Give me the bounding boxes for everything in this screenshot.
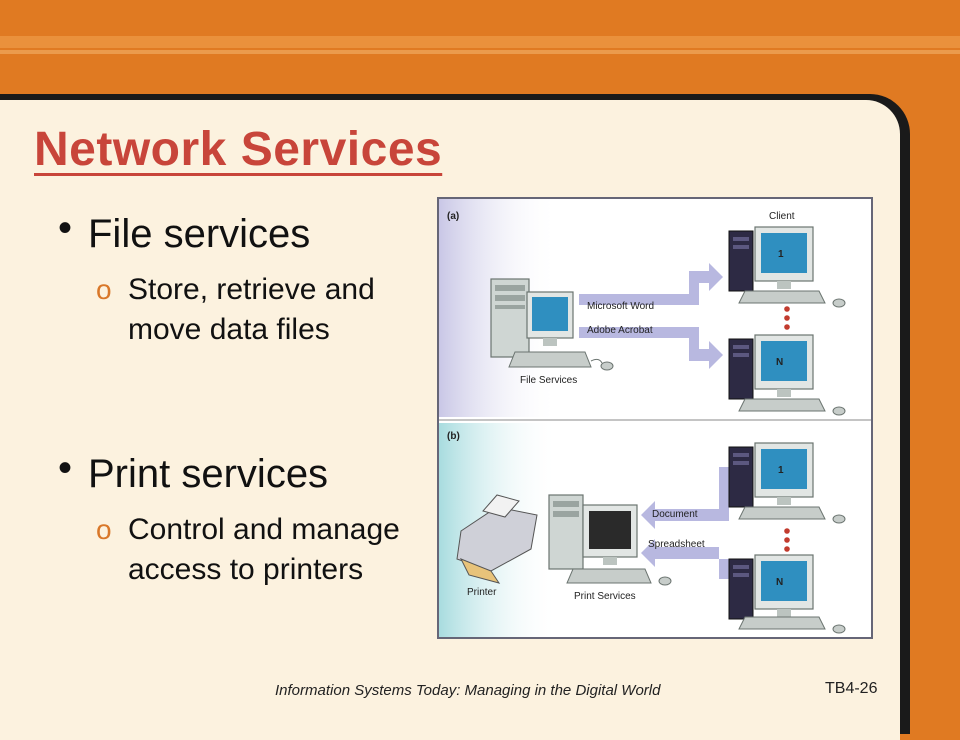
client-1-keyboard <box>738 506 846 524</box>
printer-icon <box>456 494 538 584</box>
flow-arrow-to-client-n <box>579 327 723 369</box>
client-n-tower <box>728 558 754 620</box>
flow-label-adobe-acrobat: Adobe Acrobat <box>587 325 653 336</box>
file-server-keyboard <box>508 351 614 371</box>
part-a-tag: (a) <box>447 211 459 222</box>
slide-title: Network Services <box>34 123 443 176</box>
figure-diagram: (a) (b) File Services Microsoft Word Ado… <box>439 199 871 637</box>
sub-bullet-text: Store, retrieve and move data files <box>128 273 375 346</box>
network-services-figure: (a) (b) File Services Microsoft Word Ado… <box>437 197 873 639</box>
continuation-dot <box>784 537 790 543</box>
flow-arrow-from-client-n <box>641 539 729 579</box>
bullet-label: File services <box>88 212 311 256</box>
client-n-monitor <box>754 554 814 617</box>
client-n-keyboard <box>738 616 846 634</box>
client-1-tower <box>728 446 754 508</box>
client-n-keyboard <box>738 398 846 416</box>
print-server-monitor <box>582 504 638 565</box>
file-services-label: File Services <box>520 375 577 386</box>
header-stripe-thin <box>0 50 960 54</box>
client-1-number: 1 <box>778 465 784 476</box>
client-1-number: 1 <box>778 249 784 260</box>
sub-bullet-text: Control and manage access to printers <box>128 513 400 586</box>
print-server-keyboard <box>566 568 672 586</box>
footer-course-title: Information Systems Today: Managing in t… <box>275 682 661 699</box>
continuation-dot <box>784 528 790 534</box>
flow-arrow-to-client-1 <box>579 263 723 305</box>
bullet-dot: • <box>58 206 73 250</box>
client-1-monitor <box>754 442 814 505</box>
client-n-number: N <box>776 357 783 368</box>
continuation-dot <box>784 546 790 552</box>
flow-label-document: Document <box>652 509 698 520</box>
slide-number: TB4-26 <box>825 680 878 697</box>
print-services-label: Print Services <box>574 591 636 602</box>
header-stripe <box>0 36 960 48</box>
file-server-tower <box>490 278 530 358</box>
printer-label: Printer <box>467 587 497 598</box>
client-1-tower <box>728 230 754 292</box>
sub-bullet-marker: o <box>96 514 112 545</box>
file-server-monitor <box>526 291 574 346</box>
flow-arrow-from-client-1 <box>641 467 729 529</box>
client-n-number: N <box>776 577 783 588</box>
continuation-dot <box>784 306 790 312</box>
bullet-dot: • <box>58 446 73 490</box>
client-1-keyboard <box>738 290 846 308</box>
client-header-label: Client <box>769 211 795 222</box>
sub-bullet-marker: o <box>96 274 112 305</box>
flow-label-spreadsheet: Spreadsheet <box>648 539 705 550</box>
client-n-tower <box>728 338 754 400</box>
part-b-tag: (b) <box>447 431 460 442</box>
bullet-label: Print services <box>88 452 329 496</box>
client-n-monitor <box>754 334 814 397</box>
flow-label-microsoft-word: Microsoft Word <box>587 301 654 312</box>
continuation-dot <box>784 324 790 330</box>
continuation-dot <box>784 315 790 321</box>
client-1-monitor <box>754 226 814 289</box>
print-server-tower <box>548 494 584 570</box>
